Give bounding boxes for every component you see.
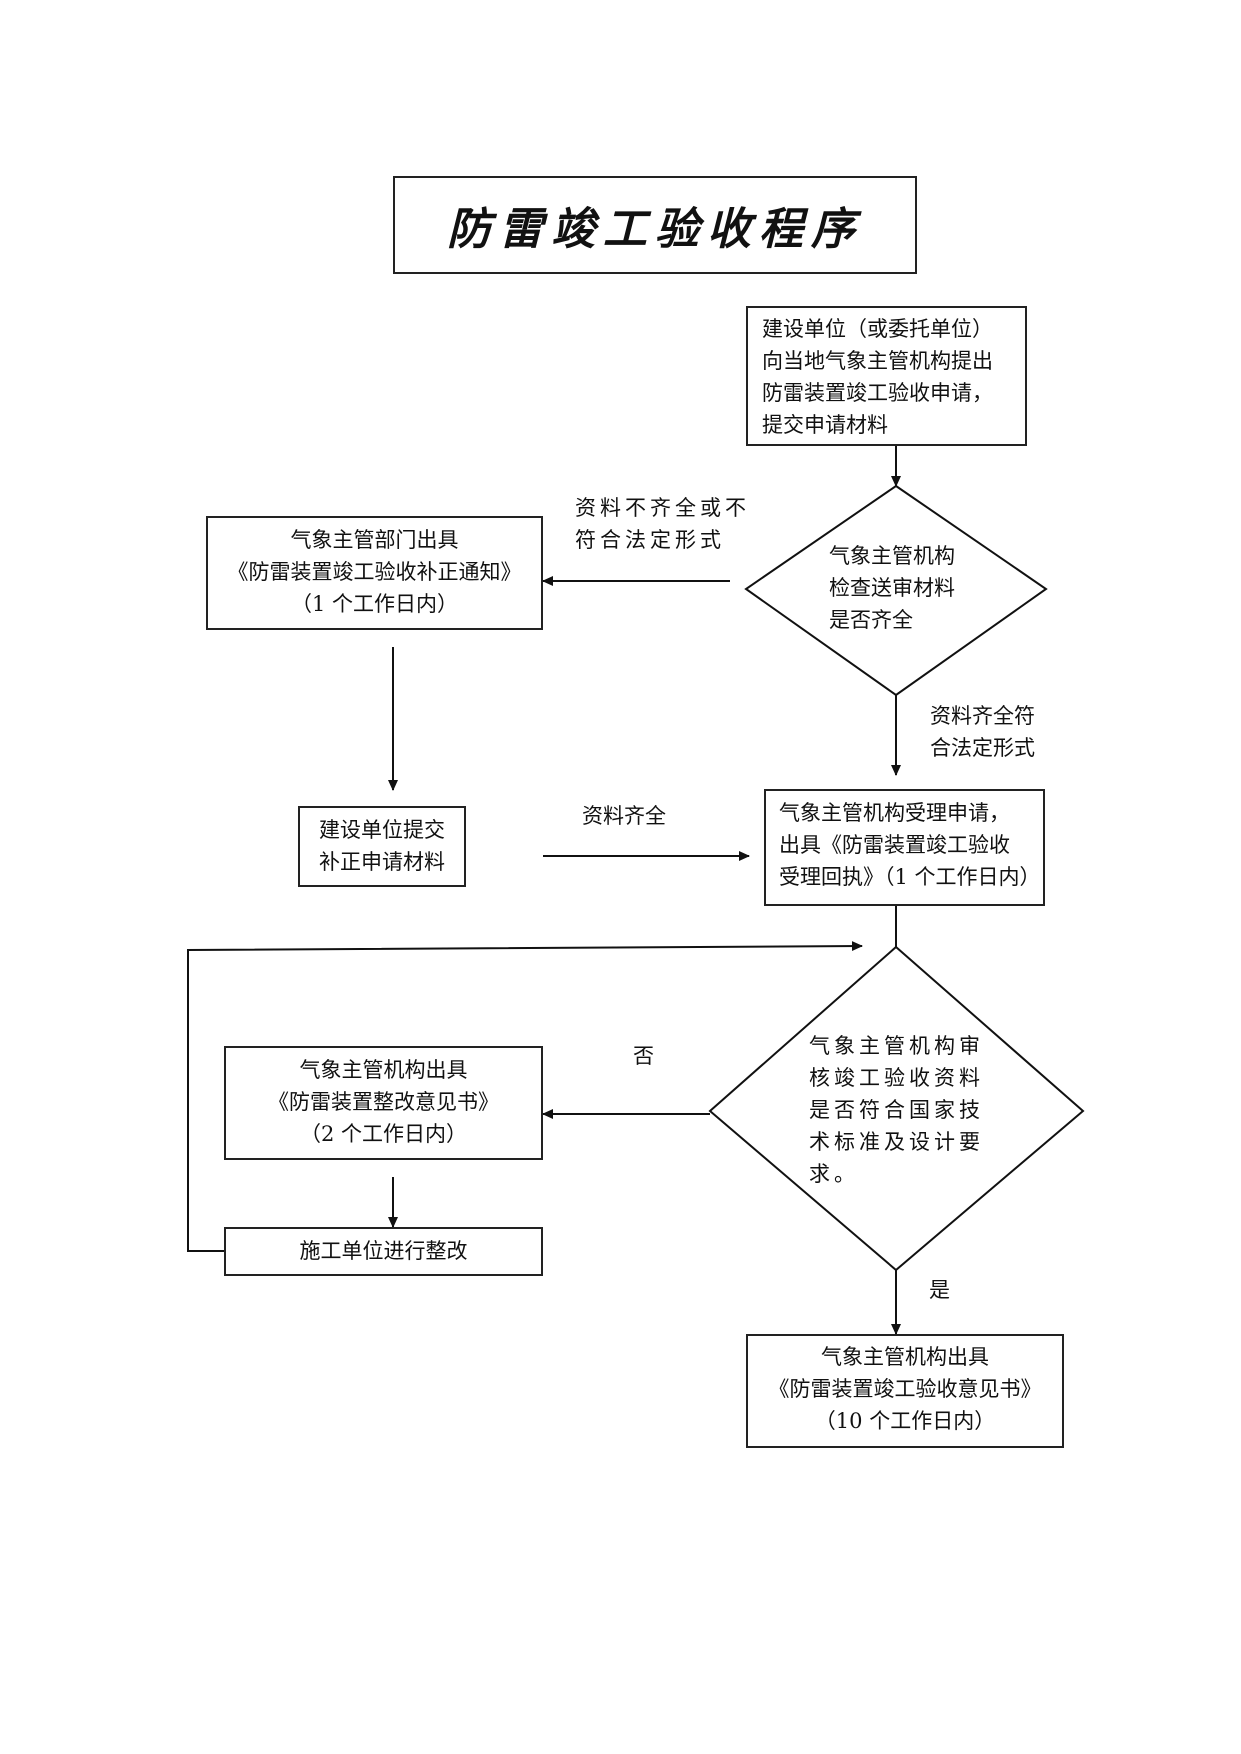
node-resubmit-text: 建设单位提交 补正申请材料: [298, 814, 466, 878]
node-apply-line: 建设单位（或委托单位）: [762, 317, 993, 341]
node-accept-line: 气象主管机构受理申请，: [779, 801, 1010, 825]
node-final-opinion-line: 《防雷装置竣工验收意见书》: [768, 1377, 1042, 1401]
edge-label-complete-legal: 资料齐全符 合法定形式: [930, 700, 1035, 764]
node-check-line: 检查送审材料: [829, 576, 955, 600]
edge-label-yes: 是: [929, 1278, 950, 1302]
node-apply-line: 向当地气象主管机构提出: [762, 349, 993, 373]
node-final-opinion: [746, 1334, 1064, 1448]
node-rectify-notice-line: 《防雷装置整改意见书》: [268, 1090, 499, 1114]
node-review-line: 核竣工验收资料: [809, 1066, 984, 1090]
node-accept-line: 受理回执》（1 个工作日内）: [779, 865, 1041, 889]
edge-label-incomplete: 资料不齐全或不 符合法定形式: [575, 492, 750, 556]
node-final-opinion-text: 气象主管机构出具 《防雷装置竣工验收意见书》 （10 个工作日内）: [746, 1341, 1064, 1437]
node-review-line: 术标准及设计要: [809, 1130, 984, 1154]
node-resubmit-line: 补正申请材料: [319, 850, 445, 874]
node-review-line: 求。: [809, 1162, 859, 1186]
node-rectify-notice-line: 气象主管机构出具: [299, 1058, 468, 1082]
node-rectify: [224, 1227, 543, 1276]
node-correction-notice-line: 《防雷装置竣工验收补正通知》: [227, 560, 522, 584]
node-accept: [764, 789, 1045, 906]
node-apply: [746, 306, 1027, 446]
node-check-line: 是否齐全: [829, 608, 913, 632]
edge-label-complete: 资料齐全: [582, 804, 666, 828]
node-resubmit: [298, 806, 466, 887]
edge-label-incomplete-line: 资料不齐全或不: [575, 496, 750, 520]
title-box: 防雷竣工验收程序: [393, 176, 917, 274]
node-review-text: 气象主管机构审 核竣工验收资料 是否符合国家技 术标准及设计要 求。: [809, 1030, 984, 1190]
node-final-opinion-line: 气象主管机构出具: [821, 1345, 989, 1369]
node-rectify-line: 施工单位进行整改: [299, 1239, 468, 1263]
node-apply-line: 提交申请材料: [762, 413, 888, 437]
node-apply-line: 防雷装置竣工验收申请，: [762, 381, 993, 405]
edge-label-complete-legal-line: 资料齐全符: [930, 704, 1035, 728]
node-apply-text: 建设单位（或委托单位） 向当地气象主管机构提出 防雷装置竣工验收申请， 提交申请…: [762, 313, 993, 441]
node-review-line: 气象主管机构审: [809, 1034, 984, 1058]
node-review-line: 是否符合国家技: [809, 1098, 984, 1122]
node-correction-notice-line: 气象主管部门出具: [290, 528, 459, 552]
page-title: 防雷竣工验收程序: [447, 204, 863, 255]
node-correction-notice-line: （1 个工作日内）: [290, 592, 459, 616]
node-resubmit-line: 建设单位提交: [319, 818, 445, 842]
node-rectify-notice: [224, 1046, 543, 1160]
edge-label-incomplete-line: 符合法定形式: [575, 528, 725, 552]
node-correction-notice: [206, 516, 543, 630]
node-rectify-notice-text: 气象主管机构出具 《防雷装置整改意见书》 （2 个工作日内）: [224, 1054, 543, 1150]
node-correction-notice-text: 气象主管部门出具 《防雷装置竣工验收补正通知》 （1 个工作日内）: [206, 524, 543, 620]
node-accept-line: 出具《防雷装置竣工验收: [779, 833, 1010, 857]
node-rectify-text: 施工单位进行整改: [224, 1235, 543, 1267]
node-final-opinion-line: （10 个工作日内）: [814, 1409, 996, 1433]
node-rectify-notice-line: （2 个工作日内）: [299, 1122, 468, 1146]
node-check-text: 气象主管机构 检查送审材料 是否齐全: [829, 540, 955, 636]
node-check-line: 气象主管机构: [829, 544, 955, 568]
node-accept-text: 气象主管机构受理申请， 出具《防雷装置竣工验收 受理回执》（1 个工作日内）: [779, 797, 1041, 893]
edge-label-complete-legal-line: 合法定形式: [930, 736, 1035, 760]
edge-label-no: 否: [633, 1044, 654, 1068]
